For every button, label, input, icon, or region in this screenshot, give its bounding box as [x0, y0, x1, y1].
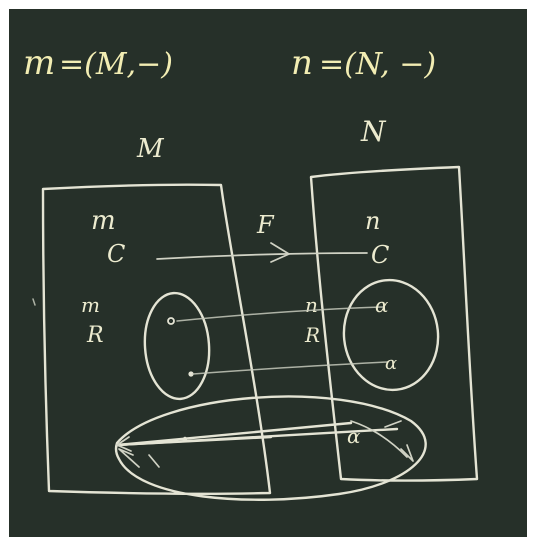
right-alpha-3: α [347, 424, 361, 448]
functor-arrow [156, 242, 368, 263]
bottom-arrowhead-1 [116, 436, 132, 452]
bottom-right-stroke-3 [400, 444, 414, 462]
functor-label-F: F [256, 211, 275, 239]
bottom-point-1 [182, 436, 188, 442]
left-object-c: C [107, 240, 125, 268]
chalkboard-diagram: m =(M,−) n =(N, −) M N m C m R n C n R F [23, 43, 479, 501]
left-category-m: m [91, 206, 116, 236]
bottom-right-stroke-2 [384, 420, 402, 428]
right-category-n-small: n [305, 293, 318, 317]
left-point-2 [188, 371, 194, 377]
bottom-arrowhead-2 [118, 448, 140, 468]
bottom-right-stroke-1 [350, 420, 408, 458]
chalk-smudge [32, 298, 36, 306]
chalkboard: m =(M,−) n =(N, −) M N m C m R n C n R F [9, 9, 527, 537]
right-category-n: n [365, 207, 380, 235]
bottom-arrow-line-1 [115, 421, 353, 447]
header-n-definition: =(N, −) [319, 47, 436, 82]
left-category-m-small: m [81, 293, 100, 317]
set-label-N: N [360, 115, 387, 148]
bottom-arrows [115, 420, 414, 468]
header-m-definition: =(M,−) [59, 47, 173, 82]
left-object-r: R [86, 323, 104, 348]
mapping-line-1 [176, 306, 384, 322]
left-box-outline [41, 183, 272, 496]
right-alpha-2: α [385, 353, 397, 374]
right-oval [342, 278, 440, 392]
right-alpha-1: α [375, 293, 389, 317]
header-equations: m =(M,−) n =(N, −) [23, 43, 436, 83]
bottom-arrowhead-3 [148, 454, 160, 468]
header-n-symbol: n [291, 43, 313, 83]
bottom-arrow-line-3 [115, 435, 273, 447]
right-box-outline [309, 165, 479, 482]
left-oval [143, 291, 211, 401]
set-label-M: M [136, 134, 165, 164]
mapping-line-2 [192, 361, 388, 375]
header-m-symbol: m [23, 43, 55, 83]
bottom-oval [114, 395, 427, 501]
right-object-r: R [304, 323, 320, 347]
right-object-c: C [371, 241, 389, 269]
left-point-1 [167, 317, 175, 325]
